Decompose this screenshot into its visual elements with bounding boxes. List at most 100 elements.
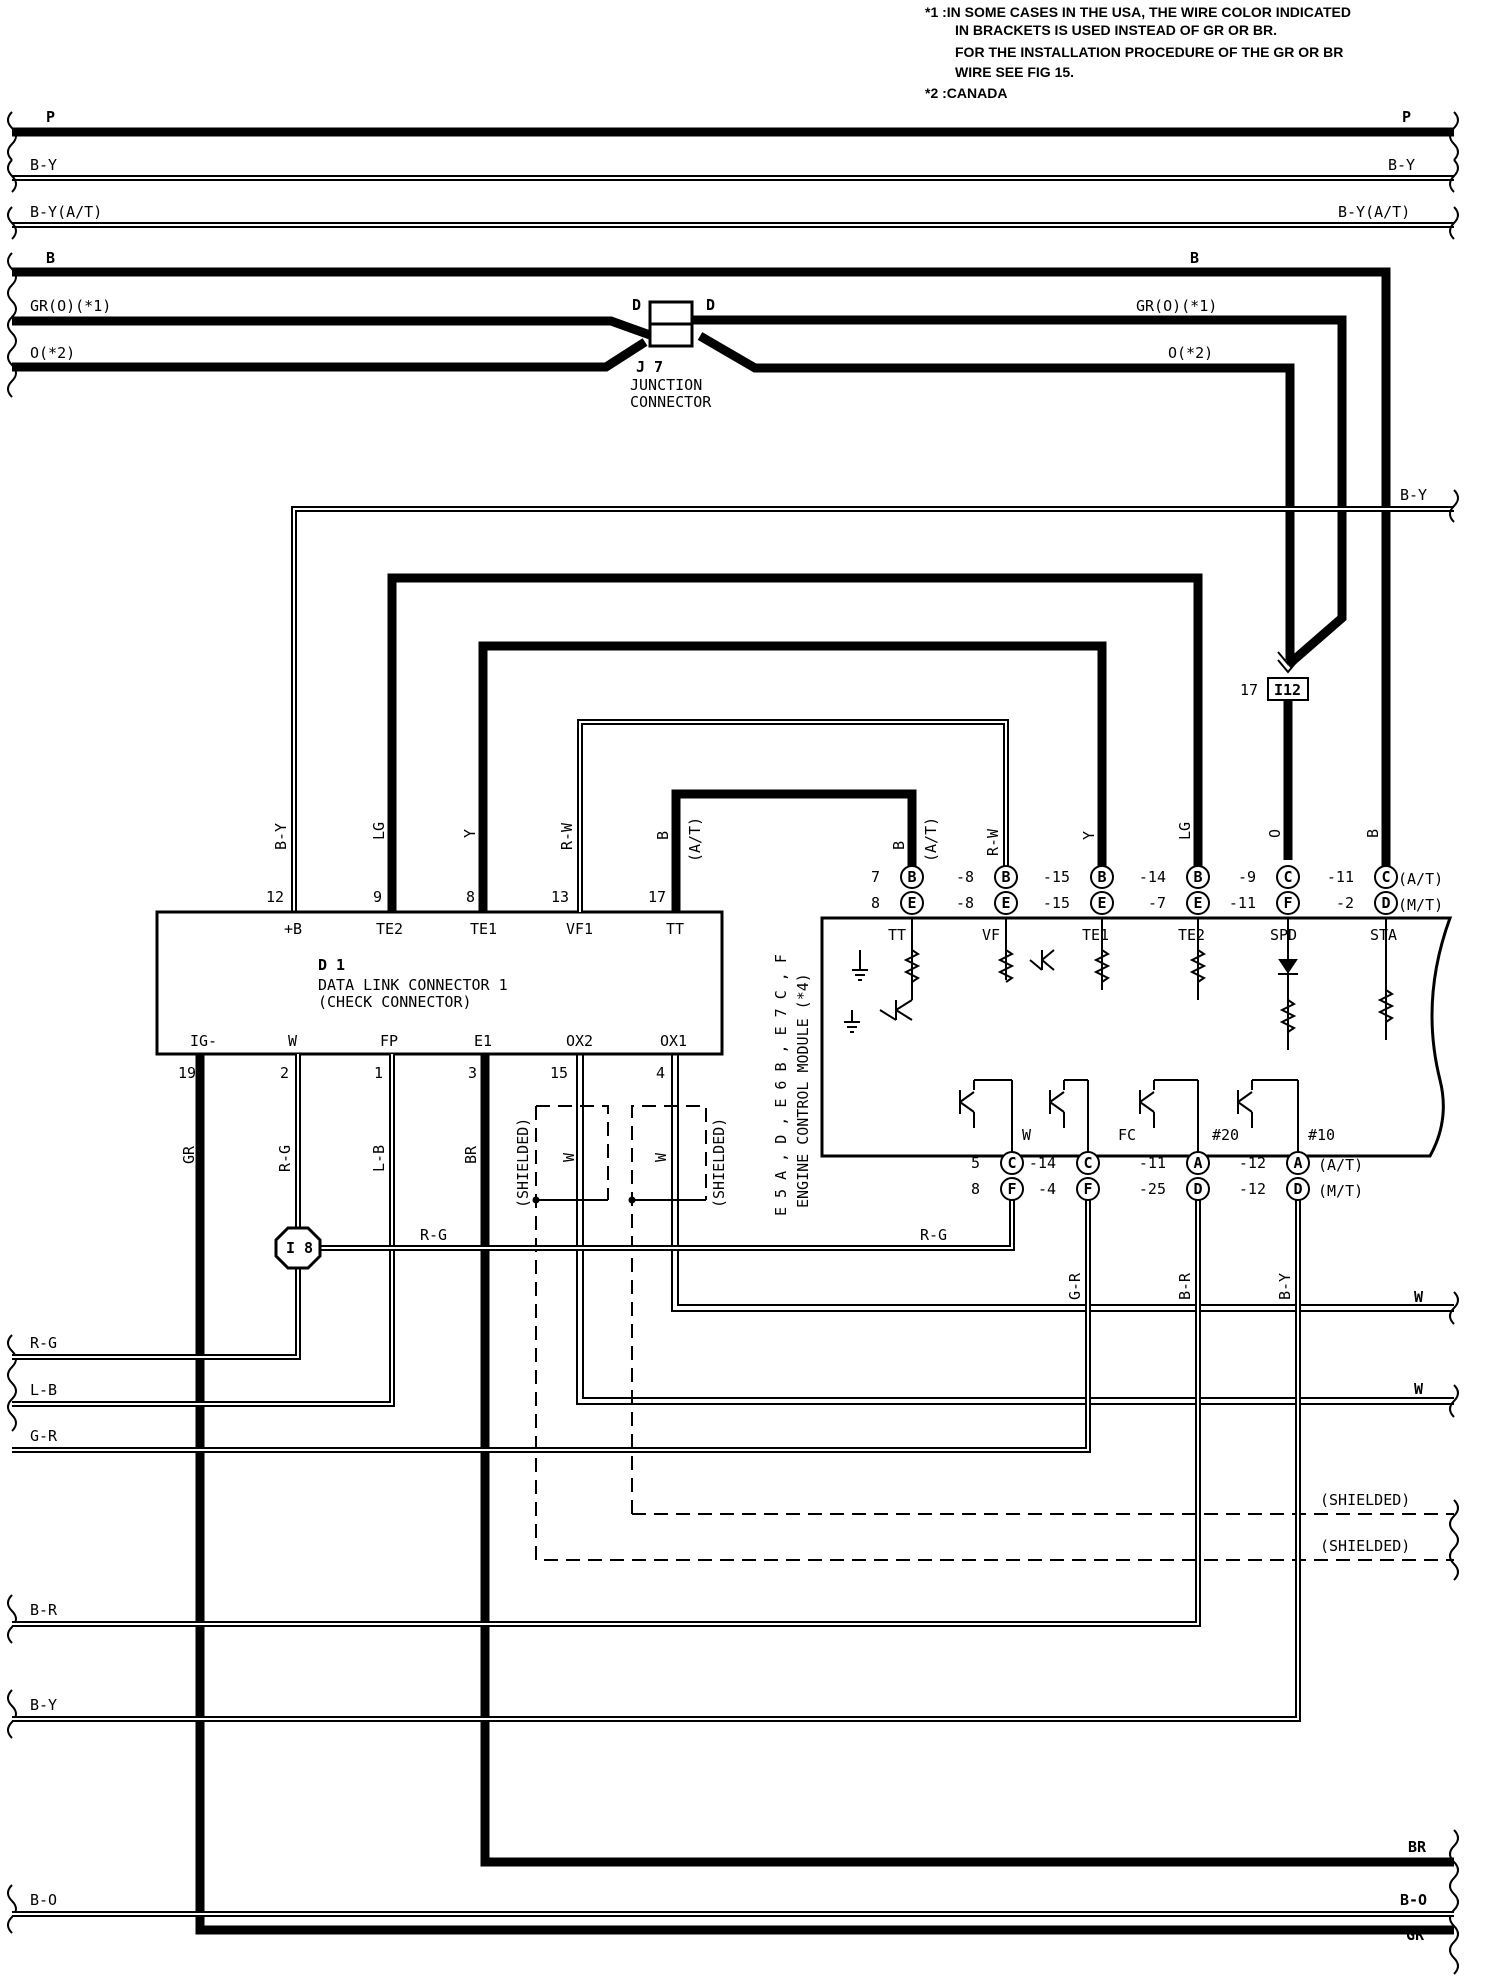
dlc-wire-lg: LG	[370, 822, 388, 840]
j7-pin-left: D	[632, 296, 641, 314]
ecm-mt-row-pin-number: -15	[1043, 894, 1070, 912]
dlc-pin-19: 19	[178, 1064, 196, 1082]
ecm-at-row-pin-number: -9	[1238, 868, 1256, 886]
ecm-title: ENGINE CONTROL MODULE (*4)	[794, 973, 812, 1208]
ecm-bot-at-row-pin-circle	[1000, 1151, 1024, 1175]
wire-label-p-left: P	[46, 108, 55, 126]
dlc-wire-lb: L-B	[370, 1145, 388, 1172]
i12-pin: 17	[1240, 681, 1258, 699]
dlc-pin-8: 8	[466, 888, 475, 906]
dlc-term-fp: FP	[380, 1032, 398, 1050]
ecm-bot-mt-row-pin-number: -4	[1038, 1180, 1056, 1198]
ecm-term-w: W	[1022, 1126, 1032, 1144]
dlc-term-vf1: VF1	[566, 920, 593, 938]
dlc-term-ox2: OX2	[566, 1032, 593, 1050]
wire-label-shielded-2: (SHIELDED)	[1320, 1537, 1410, 1555]
ecm-wire-br: B-R	[1176, 1272, 1194, 1300]
i8-wire-label: R-G	[420, 1226, 447, 1244]
ecm-bot-mt-row-pin-number: 8	[971, 1180, 980, 1198]
dlc-wire-rg: R-G	[276, 1145, 294, 1172]
ecm-mt-row-pin-circle	[994, 891, 1018, 915]
dlc-wire-br: BR	[462, 1145, 480, 1164]
wire-label-p-right: P	[1402, 108, 1411, 126]
ecm-bot-mt-row-pin-letter: D	[1293, 1180, 1302, 1198]
ecm-mt-row-pin-circle	[1374, 891, 1398, 915]
wire-label-br-right: BR	[1408, 1838, 1427, 1856]
wire-label-o-left: O(*2)	[30, 344, 75, 362]
j7-pin-right: D	[706, 296, 715, 314]
wire-label-bo-right: B-O	[1400, 1891, 1427, 1909]
dlc-wire-by: B-Y	[272, 823, 290, 850]
ecm-wire-rw: R-W	[984, 828, 1002, 856]
dlc-code: D 1	[318, 956, 345, 974]
ecm-at-row-pin-number: -14	[1139, 868, 1166, 886]
ecm-term-te2: TE2	[1178, 926, 1205, 944]
ecm-term-20: #20	[1212, 1126, 1239, 1144]
ecm-at-label: (A/T)	[1398, 870, 1443, 888]
ecm-wire-lg: LG	[1176, 822, 1194, 840]
ecm-wire-y: Y	[1080, 831, 1098, 840]
dlc-term-tt: TT	[666, 920, 684, 938]
ecm-bot-mt-row-pin-letter: D	[1193, 1180, 1202, 1198]
i12-code: I12	[1274, 681, 1301, 699]
wire-label-gr-left: G-R	[30, 1427, 58, 1445]
break-marks	[7, 111, 1459, 1975]
dlc-pin-1: 1	[374, 1064, 383, 1082]
note-1-line-3: FOR THE INSTALLATION PROCEDURE OF THE GR…	[955, 44, 1343, 60]
ecm-at-row-pin-letter: B	[1097, 868, 1106, 886]
dlc-term-b: +B	[284, 920, 302, 938]
dlc-term-te2: TE2	[376, 920, 403, 938]
ecm-mt-row-pin-letter: D	[1381, 894, 1390, 912]
ecm-mt-row-pin-number: -11	[1229, 894, 1256, 912]
dlc-wire-y: Y	[461, 829, 479, 838]
ecm-output-drivers	[959, 1079, 1299, 1156]
dlc-pin-9: 9	[373, 888, 382, 906]
shielded-label-2: (SHIELDED)	[710, 1118, 728, 1208]
ecm-mt-row-pin-letter: E	[1097, 894, 1106, 912]
ecm-mt-row-pin-letter: E	[1001, 894, 1010, 912]
wire-label-gr-right: GR	[1406, 1926, 1425, 1944]
ecm-bot-mt-row-pin-circle	[1076, 1177, 1100, 1201]
dlc-pin-15: 15	[550, 1064, 568, 1082]
wire-label-by-at-left: B-Y(A/T)	[30, 203, 102, 221]
dlc-wire-gr: GR	[180, 1145, 198, 1164]
ecm-mt-row-pin-1: -8 E	[956, 891, 1018, 915]
ecm-internal-circuits	[844, 918, 1395, 1050]
ecm-wire-b-tt: B	[890, 841, 908, 850]
ecm-term-te1: TE1	[1082, 926, 1109, 944]
wire-label-by-at-right: B-Y(A/T)	[1338, 203, 1410, 221]
ecm-at-row-pin-4: -9 C	[1238, 865, 1300, 889]
ecm-mt-row-pin-circle	[1276, 891, 1300, 915]
ecm-at-row-pin-letter: C	[1283, 868, 1292, 886]
dlc-pin-13: 13	[551, 888, 569, 906]
ecm-mt-label: (M/T)	[1398, 896, 1443, 914]
ecm-bot-mt-row-pin-circle	[1000, 1177, 1024, 1201]
top-bus	[12, 127, 1454, 912]
dlc-wire-w-2: W	[652, 1152, 670, 1162]
wire-label-br-left: B-R	[30, 1601, 58, 1619]
ecm-mt-row-pin-circle	[900, 891, 924, 915]
ecm-at-row-pin-number: -8	[956, 868, 974, 886]
i8-code: I 8	[286, 1239, 313, 1257]
ecm-mt-row-pin-2: -15 E	[1043, 891, 1114, 915]
ecm-mt-row-pin-letter: E	[907, 894, 916, 912]
wire-label-w-right-2: W	[1414, 1380, 1424, 1398]
junction-i8: I 8 R-G R-G	[274, 1226, 947, 1270]
dlc-term-w: W	[288, 1032, 298, 1050]
ecm-mt-row-pin-number: -8	[956, 894, 974, 912]
ecm-term-sta: STA	[1370, 926, 1397, 944]
bottom-wire-labels: R-G L-B G-R B-R B-Y B-O W W (SHIELDED) (…	[30, 1288, 1427, 1944]
wire-label-bo-left: B-O	[30, 1891, 57, 1909]
dlc-top-labels: B-Y LG Y R-W B (A/T) 12 9 8 13 17 +B TE2…	[266, 817, 704, 938]
ecm-bot-mt-row-pin-number: -25	[1139, 1180, 1166, 1198]
